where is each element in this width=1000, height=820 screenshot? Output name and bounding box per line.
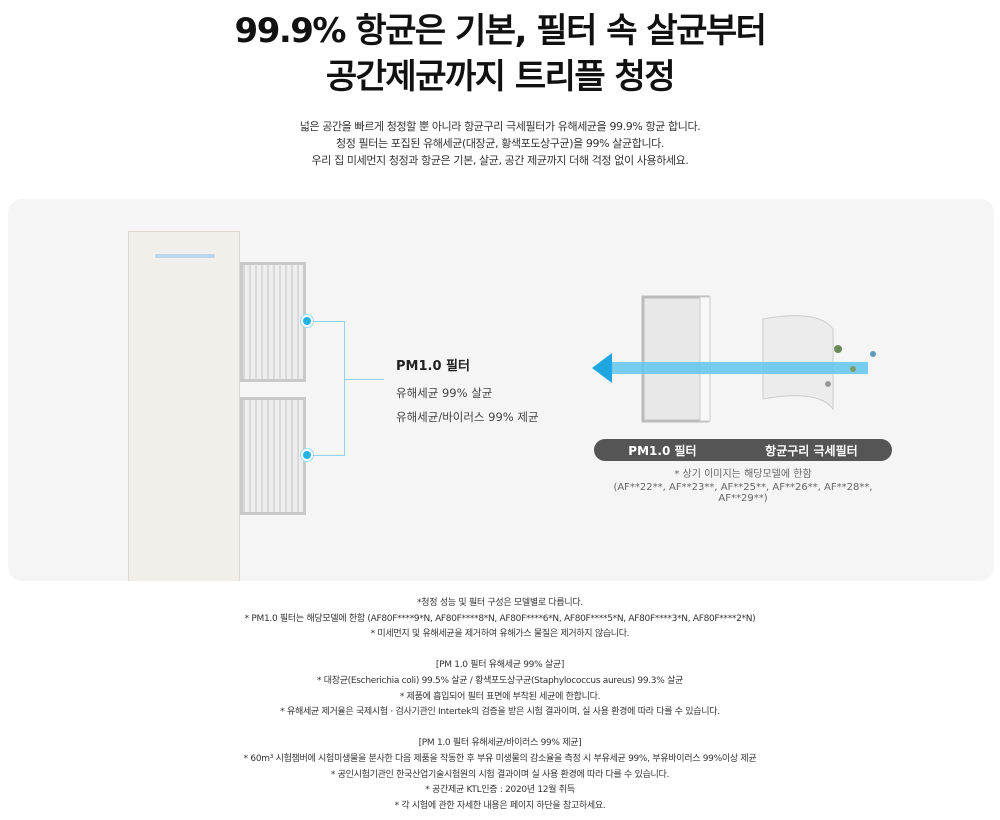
description-line: 우리 집 미세먼지 청정과 항균은 기본, 살균, 공간 제균까지 더해 걱정 … <box>311 154 689 167</box>
footnotes: *청정 성능 및 필터 구성은 모델별로 다릅니다. * PM1.0 필터는 해… <box>0 596 1000 814</box>
footnote: * PM1.0 필터는 해당모델에 한함 (AF80F****9*N, AF80… <box>244 613 756 624</box>
title-line: 공간제균까지 트리플 청정 <box>325 57 676 97</box>
pm-filter-label: PM1.0 필터 <box>628 443 697 458</box>
footnote: * 대장균(Escherichia coli) 99.5% 살균 / 황색포도상… <box>316 675 684 686</box>
connector-line <box>344 379 384 380</box>
feature-title: PM1.0 필터 <box>396 359 470 374</box>
pm-filter-image <box>641 295 710 423</box>
pointer-dot <box>301 315 313 327</box>
footnote: * 공인시험기관인 한국산업기술시험원의 시험 결과이며 실 사용 환경에 따라… <box>330 769 670 780</box>
filter-label-bar: PM1.0 필터 항균구리 극세필터 <box>594 439 892 461</box>
description: 넓은 공간을 빠르게 청정할 뿐 아니라 항균구리 극세필터가 유해세균을 99… <box>0 118 1000 169</box>
airflow-bar <box>608 362 868 374</box>
air-purifier-image <box>128 231 240 581</box>
footnote: * 유해세균 제거율은 국제시험 · 검사기관인 Intertek의 검증을 받… <box>280 707 720 718</box>
description-line: 청정 필터는 포집된 유해세균(대장균, 황색포도상구균)을 99% 살균합니다… <box>336 137 664 150</box>
filter-diagram <box>592 295 876 423</box>
footnote: * 제품에 흡입되어 필터 표면에 부착된 세균에 한합니다. <box>399 691 601 702</box>
footnote: * 미세먼지 및 유해세균을 제거하여 유해가스 물질은 제거하지 않습니다. <box>370 629 630 640</box>
connector-line <box>313 455 345 456</box>
status-light <box>155 254 215 258</box>
pm-filter-frame <box>699 296 711 422</box>
feature-item: 유해세균 99% 살균 <box>396 386 493 400</box>
footnote: * 60m³ 시험챔버에 시험미생물을 분사한 다음 제품을 작동한 후 부유 … <box>243 753 757 764</box>
footnote-heading: [PM 1.0 필터 유해세균 99% 살균] <box>435 660 565 671</box>
copper-filter-label: 항균구리 극세필터 <box>765 443 858 458</box>
footnote: * 각 시험에 관한 자세한 내용은 페이지 하단을 참고하세요. <box>394 800 606 811</box>
footnote-heading: [PM 1.0 필터 유해세균/바이러스 99% 제균] <box>418 738 582 749</box>
title-line: 99.9% 항균은 기본, 필터 속 살균부터 <box>234 11 767 51</box>
pointer-dot <box>301 449 313 461</box>
footnote: *청정 성능 및 필터 구성은 모델별로 다릅니다. <box>417 598 583 608</box>
upper-filter-image <box>240 262 306 382</box>
page-title: 99.9% 항균은 기본, 필터 속 살균부터 공간제균까지 트리플 청정 <box>0 8 1000 100</box>
footnote: * 공간제균 KTL인증 : 2020년 12월 취득 <box>425 785 575 796</box>
connector-line <box>344 321 345 456</box>
description-line: 넓은 공간을 빠르게 청정할 뿐 아니라 항균구리 극세필터가 유해세균을 99… <box>299 120 701 133</box>
feature-item: 유해세균/바이러스 99% 제균 <box>396 410 539 424</box>
feature-panel: PM1.0 필터 유해세균 99% 살균 유해세균/바이러스 99% 제균 PM… <box>8 199 994 581</box>
model-list: (AF**22**, AF**23**, AF**25**, AF**26**,… <box>613 482 873 504</box>
connector-line <box>313 321 345 322</box>
model-note: * 상기 이미지는 해당모델에 한함 <box>674 469 812 480</box>
lower-filter-image <box>240 397 306 515</box>
airflow-arrow-icon <box>592 353 612 383</box>
